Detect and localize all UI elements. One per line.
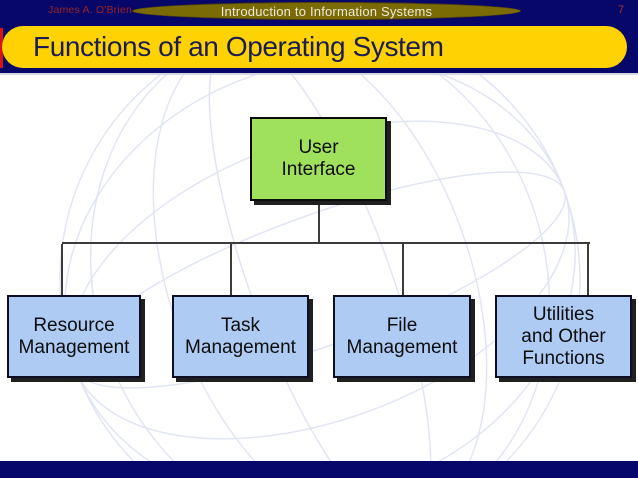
connector-stem — [318, 201, 320, 242]
node-user-interface: User Interface — [250, 117, 387, 201]
header-divider-line — [0, 73, 638, 75]
node-resource-management: Resource Management — [7, 295, 141, 378]
course-title-label: Introduction to Information Systems — [220, 3, 433, 19]
author-credit: James A. O'Brien — [48, 4, 132, 16]
connector-drop-task — [230, 244, 232, 295]
node-utilities-functions: Utilities and Other Functions — [495, 295, 632, 378]
left-edge-red-accent — [0, 28, 3, 68]
bottom-navy-bar — [0, 461, 638, 478]
connector-drop-file — [402, 244, 404, 295]
node-file-management: File Management — [333, 295, 471, 378]
page-number: 7 — [618, 4, 625, 16]
slide-content-area: User Interface Resource Management Task … — [0, 75, 638, 461]
slide-title: Functions of an Operating System — [33, 31, 444, 62]
title-banner: Functions of an Operating System — [2, 26, 627, 68]
connector-drop-resource — [61, 244, 63, 295]
node-task-management: Task Management — [172, 295, 309, 378]
connector-horizontal — [62, 242, 590, 244]
course-title-ellipse: Introduction to Information Systems — [132, 2, 521, 20]
connector-drop-utilities — [587, 244, 589, 295]
